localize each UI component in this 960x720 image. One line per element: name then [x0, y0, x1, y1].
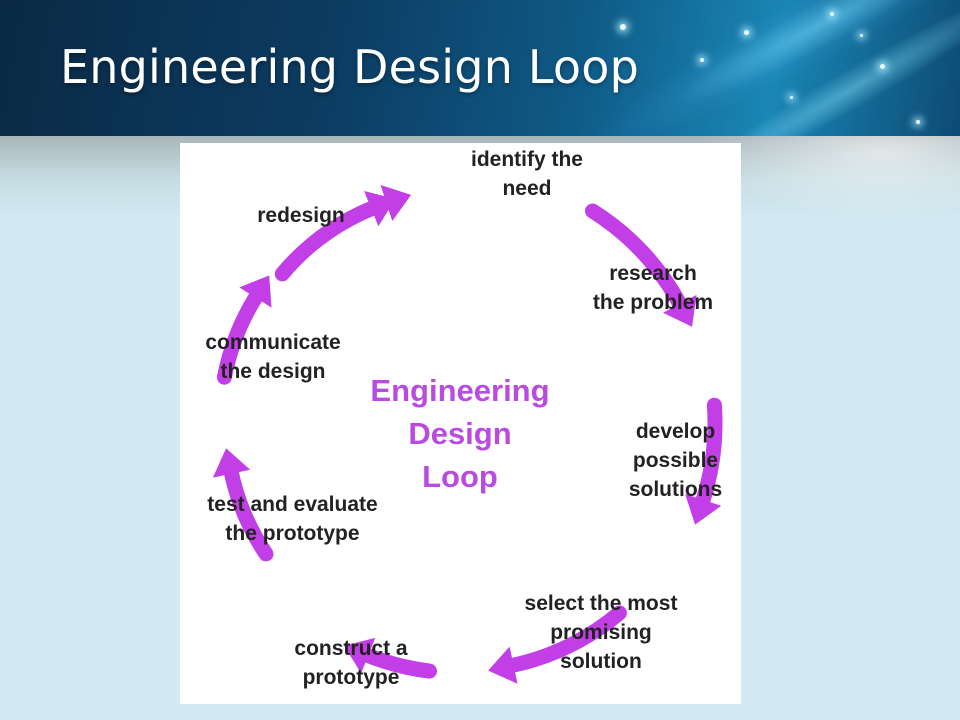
arrow-head: [663, 294, 697, 327]
cycle-arrow: [488, 605, 627, 684]
step-line: promising: [550, 621, 652, 644]
sparkle: [830, 12, 834, 16]
arrow-head: [344, 637, 376, 674]
step-line: solutions: [628, 478, 723, 501]
cycle-arrow: [344, 637, 437, 679]
slide-title: Engineering Design Loop: [60, 40, 639, 94]
step-line: solution: [560, 650, 642, 673]
cycle-arrow: [212, 448, 274, 562]
arrow-shaft: [585, 203, 689, 314]
arrow-shaft: [223, 464, 274, 562]
arrow-shaft: [695, 397, 723, 510]
step-redesign: redesign: [236, 201, 366, 230]
arrow-head: [488, 646, 518, 684]
arrow-shaft: [216, 288, 264, 385]
sparkle: [916, 120, 920, 124]
step-line: research: [609, 262, 697, 285]
cycle-arrow: [216, 275, 272, 385]
sparkle: [620, 24, 626, 30]
arrow-head: [212, 448, 251, 478]
sparkle: [860, 34, 863, 37]
step-line: the prototype: [225, 522, 360, 545]
step-line: the design: [220, 360, 326, 383]
arrow-head: [239, 275, 272, 308]
arrow-shaft: [504, 605, 627, 674]
step-line: prototype: [302, 666, 400, 689]
step-select-the-most-promising-solution: select the most promising solution: [496, 589, 706, 676]
step-identify-the-need: identify the need: [452, 145, 602, 203]
step-line: possible: [632, 449, 719, 472]
sparkle: [700, 58, 704, 62]
glow: [700, 136, 960, 216]
cycle-arrow: [585, 203, 697, 327]
step-test-and-evaluate-the-prototype: test and evaluate the prototype: [180, 490, 405, 548]
step-line: need: [502, 177, 552, 200]
step-line: test and evaluate: [207, 493, 378, 516]
arrow-head: [685, 494, 722, 525]
step-line: select the most: [524, 592, 678, 615]
cycle-arrow: [312, 184, 412, 246]
step-construct-a-prototype: construct a prototype: [266, 634, 436, 692]
slide-header: Engineering Design Loop: [0, 0, 960, 136]
arrow-shaft: [358, 647, 437, 679]
step-develop-possible-solutions: develop possible solutions: [608, 417, 743, 504]
arrow-shaft: [312, 194, 396, 246]
sparkle: [880, 64, 885, 69]
step-line: construct a: [294, 637, 408, 660]
sparkle: [744, 30, 749, 35]
center-title: Engineering Design Loop: [350, 369, 570, 498]
step-research-the-problem: research the problem: [568, 259, 738, 317]
sparkle: [790, 96, 793, 99]
step-line: the problem: [592, 291, 714, 314]
design-loop-diagram: identify the need research the problem d…: [180, 143, 741, 704]
center-title-line: Engineering: [370, 373, 550, 408]
cycle-arrow: [685, 397, 723, 525]
cycle-arrows: [212, 184, 723, 684]
center-title-line: Design: [408, 416, 512, 451]
step-line: redesign: [257, 204, 345, 227]
step-line: communicate: [205, 331, 341, 354]
step-communicate-the-design: communicate the design: [184, 328, 362, 386]
step-line: develop: [635, 420, 716, 443]
arrow-head: [380, 184, 412, 221]
center-title-line: Loop: [422, 459, 498, 494]
step-line: identify the: [470, 148, 583, 171]
